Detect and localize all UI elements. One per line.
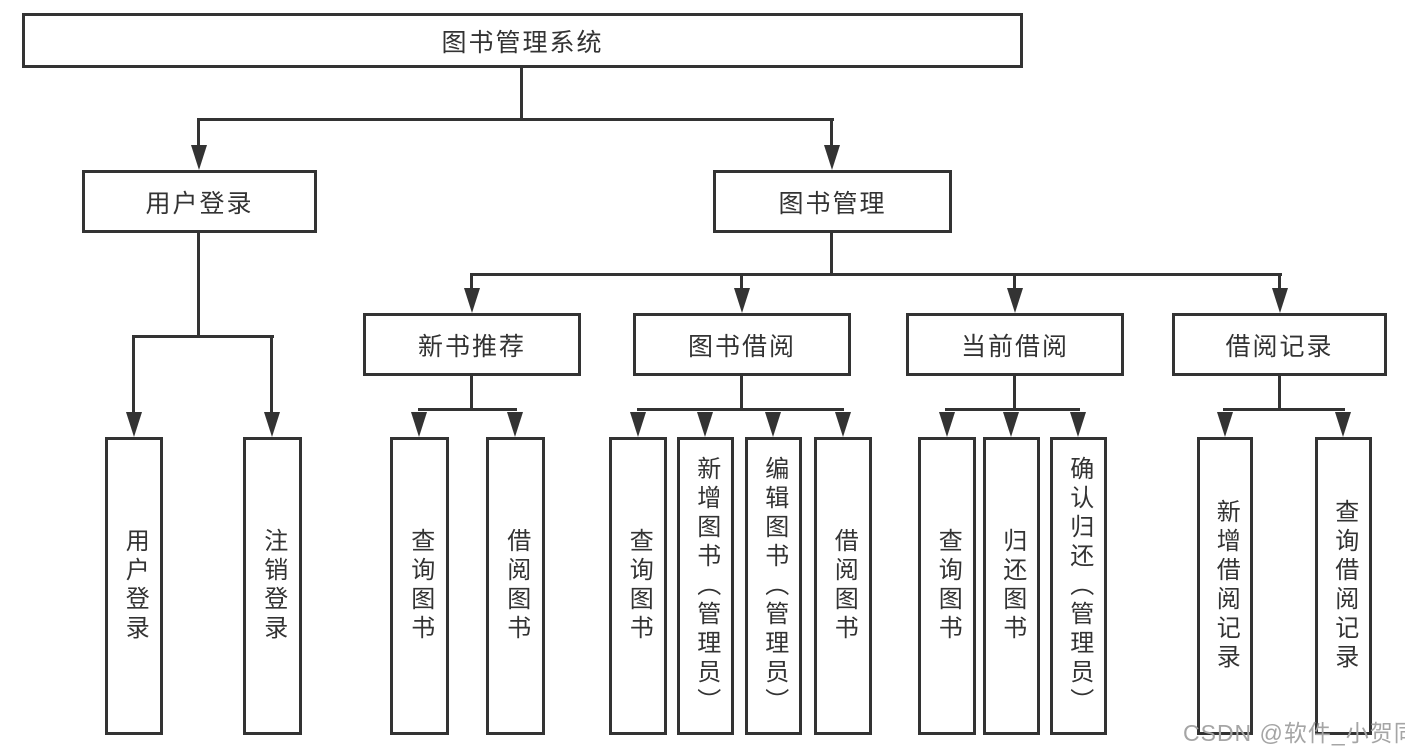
connector-book-mgmt-stem <box>830 233 833 275</box>
leaf-borrow-add-admin: 新增图书（管理员） <box>677 437 734 735</box>
leaf-borrow-query: 查询图书 <box>609 437 667 735</box>
leaf-label: 查询借阅记录 <box>1330 499 1358 673</box>
connector-borrow-record-stem <box>1278 376 1281 410</box>
connector-level2-drop-right <box>830 118 833 148</box>
connector-new-book-stem <box>470 376 473 410</box>
node-new-book-recommend: 新书推荐 <box>363 313 581 376</box>
arrow-to-borrow-record <box>1272 288 1288 313</box>
node-borrow-record: 借阅记录 <box>1172 313 1387 376</box>
arrow-to-new-book <box>464 288 480 313</box>
leaf-label: 确认归还（管理员） <box>1065 455 1093 717</box>
connector-user-login-drop-1 <box>132 335 135 414</box>
connector-current-borrow-branch <box>945 408 1080 411</box>
arrow-borrow-record-leaf-1 <box>1217 412 1233 437</box>
arrow-to-current-borrow <box>1007 288 1023 313</box>
connector-level3-drop-3 <box>1013 273 1016 290</box>
connector-book-borrow-stem <box>740 376 743 410</box>
leaf-record-query: 查询借阅记录 <box>1315 437 1372 735</box>
arrow-to-leaf-login <box>126 412 142 437</box>
connector-level2-drop-left <box>197 118 200 148</box>
connector-root-stem <box>520 68 523 121</box>
leaf-label: 归还图书 <box>998 528 1026 644</box>
leaf-label: 用户登录 <box>121 528 149 644</box>
leaf-newbook-borrow: 借阅图书 <box>486 437 545 735</box>
leaf-user-login: 用户登录 <box>105 437 163 735</box>
connector-level3-branch <box>470 273 1282 276</box>
connector-borrow-record-branch <box>1223 408 1345 411</box>
leaf-label: 查询图书 <box>934 528 962 644</box>
leaf-label: 查询图书 <box>625 528 653 644</box>
arrow-book-borrow-leaf-3 <box>765 412 781 437</box>
arrow-to-book-management <box>824 145 840 170</box>
connector-level3-drop-1 <box>470 273 473 290</box>
arrow-current-borrow-leaf-2 <box>1003 412 1019 437</box>
connector-new-book-branch <box>418 408 517 411</box>
arrow-book-borrow-leaf-4 <box>835 412 851 437</box>
leaf-borrow-book: 借阅图书 <box>814 437 872 735</box>
node-current-borrow: 当前借阅 <box>906 313 1124 376</box>
node-book-borrow: 图书借阅 <box>633 313 851 376</box>
connector-current-borrow-stem <box>1013 376 1016 410</box>
leaf-label: 新增图书（管理员） <box>692 455 720 717</box>
arrow-current-borrow-leaf-3 <box>1070 412 1086 437</box>
leaf-label: 新增借阅记录 <box>1212 499 1240 673</box>
leaf-label: 编辑图书（管理员） <box>760 455 788 717</box>
connector-user-login-branch <box>132 335 274 338</box>
connector-level3-drop-4 <box>1278 273 1281 290</box>
arrow-new-book-leaf-2 <box>507 412 523 437</box>
watermark-csdn: CSDN @软件_小贺同学 <box>1183 720 1405 746</box>
leaf-newbook-query: 查询图书 <box>390 437 449 735</box>
arrow-borrow-record-leaf-2 <box>1335 412 1351 437</box>
node-user-login: 用户登录 <box>82 170 317 233</box>
arrow-current-borrow-leaf-1 <box>939 412 955 437</box>
node-book-management: 图书管理 <box>713 170 952 233</box>
connector-level2-branch <box>197 118 834 121</box>
arrow-book-borrow-leaf-1 <box>630 412 646 437</box>
leaf-current-confirm-admin: 确认归还（管理员） <box>1050 437 1107 735</box>
leaf-current-return: 归还图书 <box>983 437 1040 735</box>
arrow-to-book-borrow <box>734 288 750 313</box>
arrow-new-book-leaf-1 <box>411 412 427 437</box>
connector-level3-drop-2 <box>740 273 743 290</box>
node-root-system: 图书管理系统 <box>22 13 1023 68</box>
connector-user-login-stem <box>197 233 200 338</box>
arrow-book-borrow-leaf-2 <box>697 412 713 437</box>
leaf-label: 借阅图书 <box>830 528 858 644</box>
leaf-logout: 注销登录 <box>243 437 302 735</box>
leaf-label: 借阅图书 <box>502 528 530 644</box>
leaf-current-query: 查询图书 <box>918 437 976 735</box>
arrow-to-user-login <box>191 145 207 170</box>
leaf-borrow-edit-admin: 编辑图书（管理员） <box>745 437 802 735</box>
connector-book-borrow-branch <box>637 408 844 411</box>
leaf-label: 查询图书 <box>406 528 434 644</box>
connector-user-login-drop-2 <box>270 335 273 414</box>
leaf-label: 注销登录 <box>259 528 287 644</box>
arrow-to-leaf-logout <box>264 412 280 437</box>
leaf-record-add: 新增借阅记录 <box>1197 437 1253 735</box>
